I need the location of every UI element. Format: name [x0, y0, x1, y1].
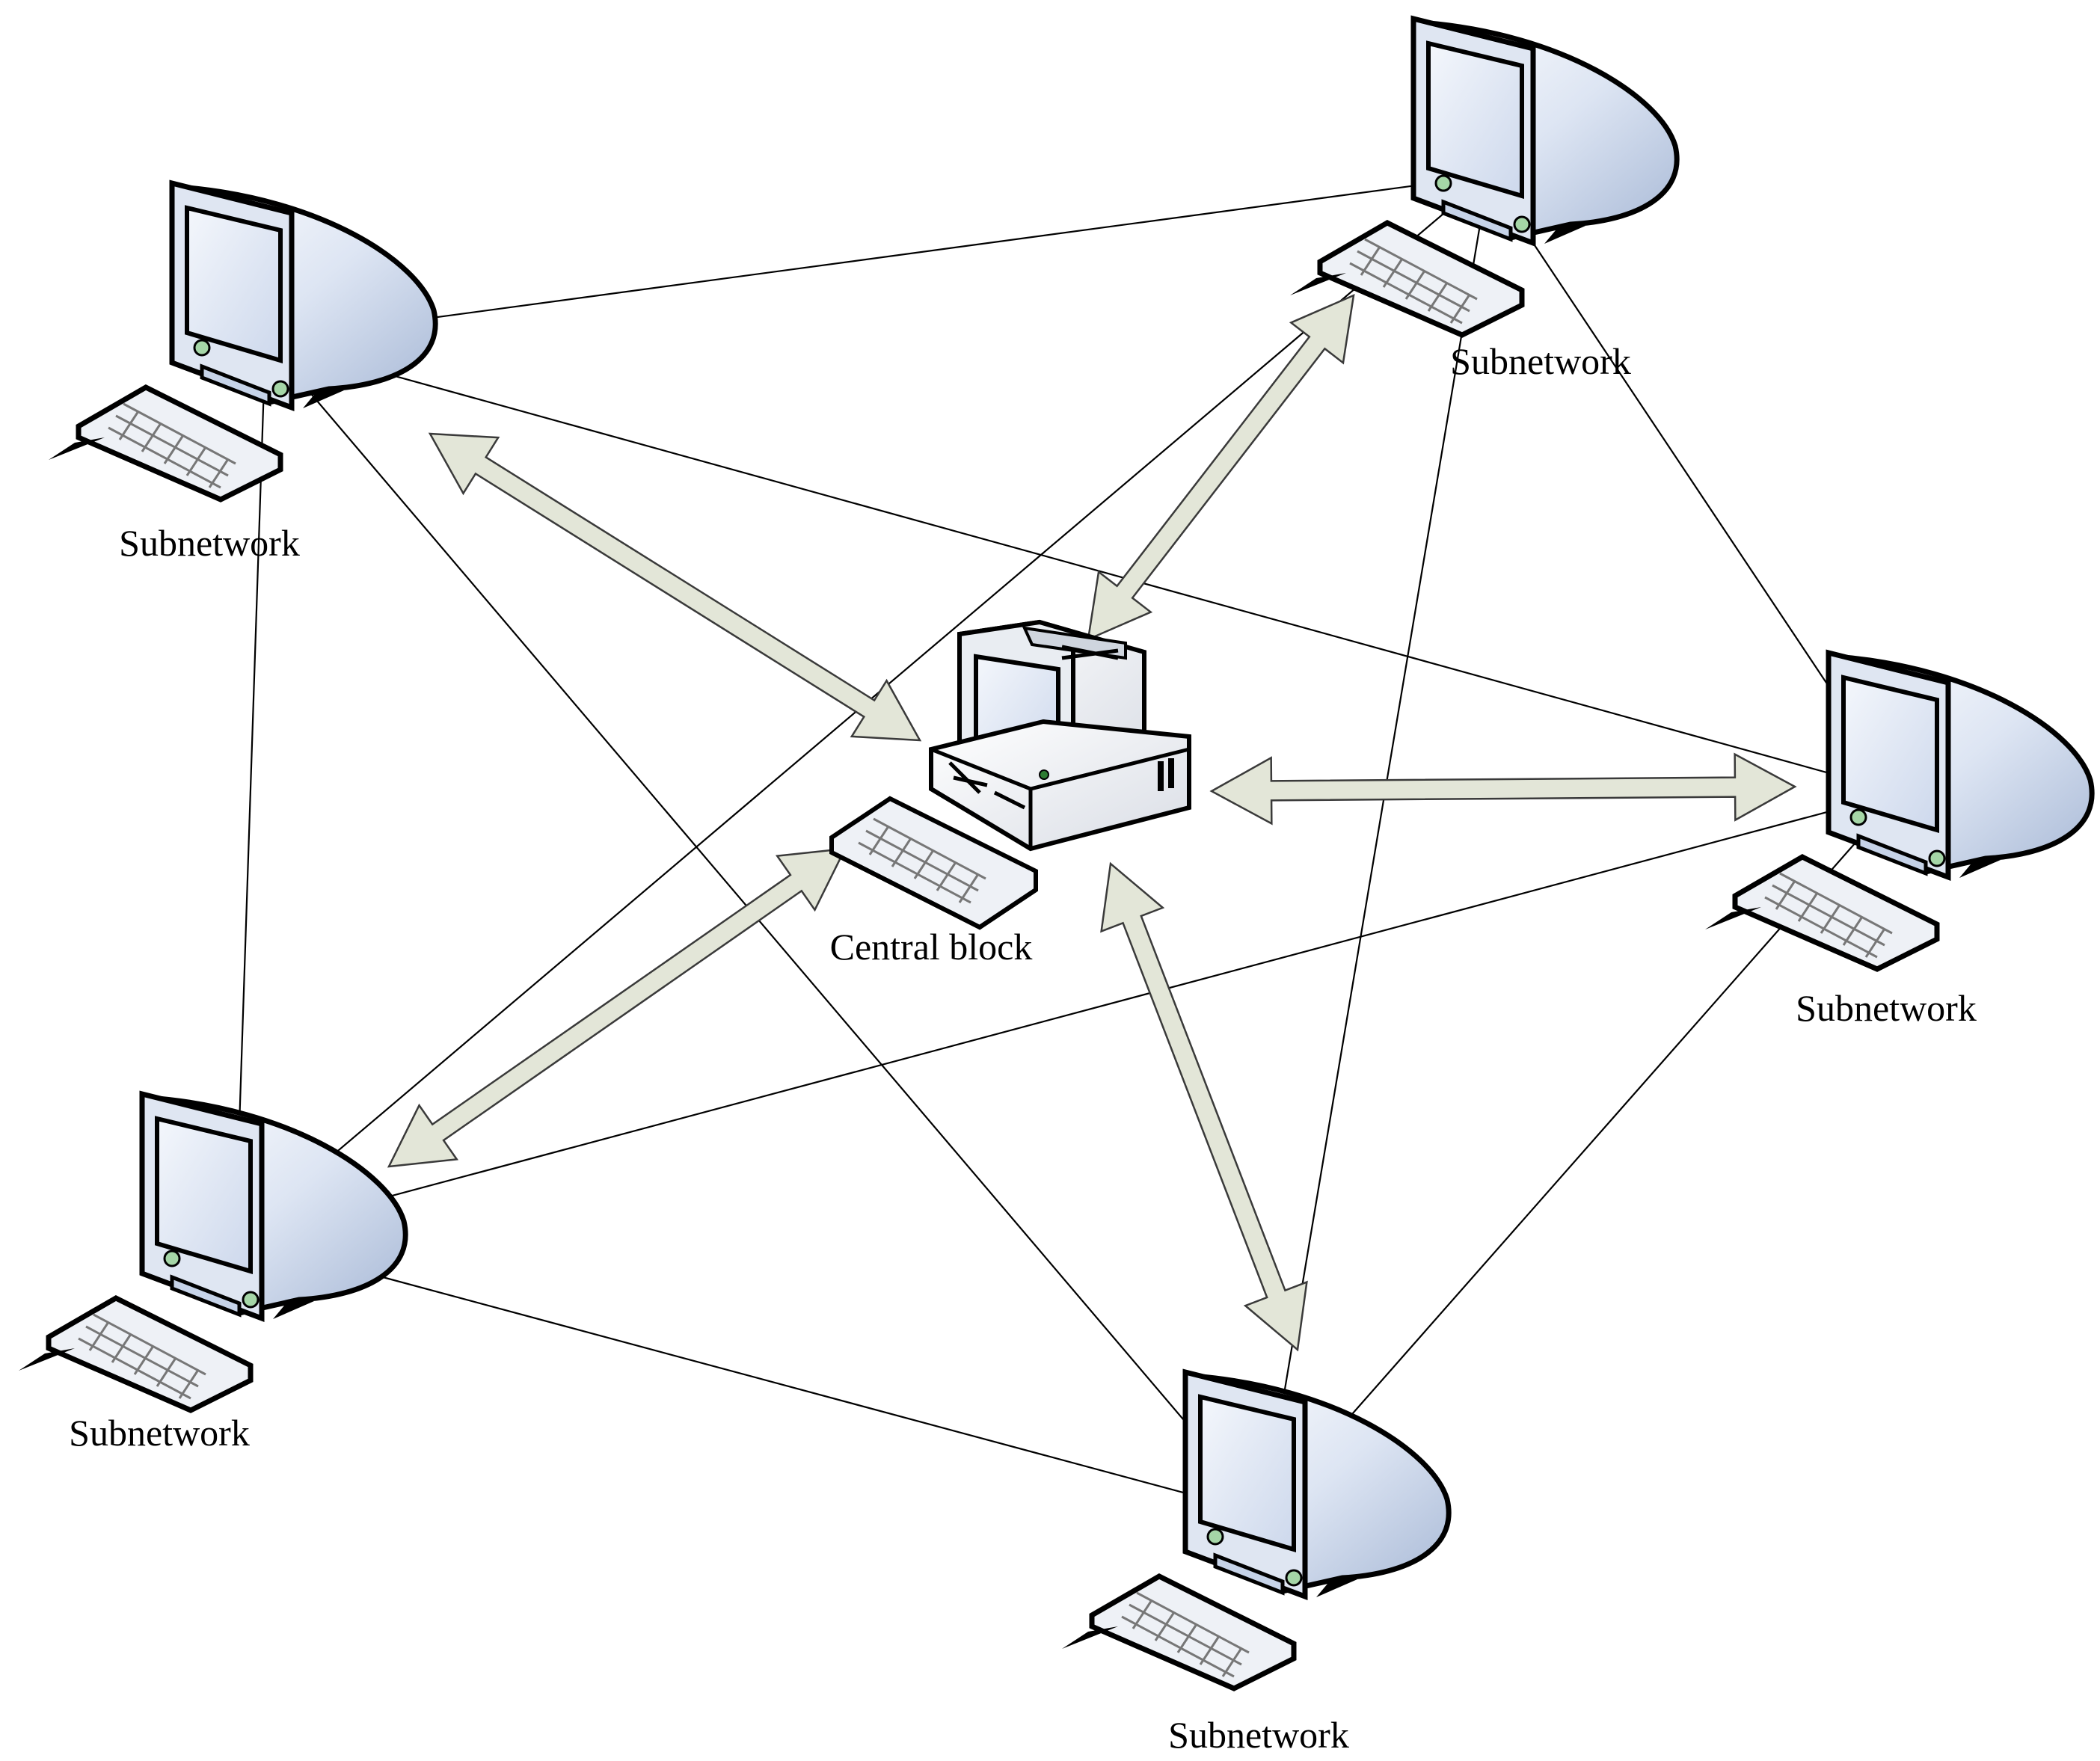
power-led [1434, 174, 1452, 192]
subnetwork-label-right: Subnetwork [1796, 987, 1977, 1029]
monitor-screen [185, 205, 283, 364]
double-arrow-bottom-left [387, 847, 847, 1168]
monitor-screen [1198, 1394, 1296, 1553]
power-led [1206, 1528, 1224, 1546]
power-led [193, 339, 211, 357]
subnetwork-links [227, 169, 1902, 1518]
subnetwork-computer-top-left [49, 179, 438, 503]
link-top-left-bottom [265, 339, 1265, 1516]
power-led [163, 1250, 181, 1267]
double-arrow-top-right [1087, 293, 1355, 642]
monitor-screen [1841, 674, 1939, 834]
nodes [19, 15, 2095, 1691]
link-top-left-bottom-left [227, 339, 267, 1241]
subnetwork-computer-top-right [1290, 15, 1680, 338]
central-base-unit [929, 719, 1191, 852]
subnetwork-computer-right [1705, 649, 2095, 972]
double-arrow-right [1209, 752, 1797, 826]
subnetwork-computer-bottom-left [19, 1090, 408, 1413]
subnetwork-label-bottom-left: Subnetwork [69, 1412, 250, 1454]
link-top-left-right [265, 339, 1902, 796]
central-computer [829, 619, 1191, 930]
link-top-left-top-right [265, 169, 1491, 342]
central-block-label: Central block [830, 926, 1033, 968]
monitor-screen [1426, 40, 1524, 200]
link-bottom-left-bottom [235, 1236, 1266, 1518]
link-right-bottom-left [233, 791, 1900, 1241]
subnetwork-label-bottom: Subnetwork [1168, 1714, 1349, 1756]
subnetwork-label-top-right: Subnetwork [1450, 340, 1631, 382]
monitor-screen [155, 1116, 253, 1275]
power-led [1849, 808, 1867, 826]
subnetwork-label-top-left: Subnetwork [119, 522, 300, 564]
subnetwork-computer-bottom [1062, 1368, 1452, 1691]
double-arrow-top-left [428, 432, 922, 742]
double-arrow-bottom [1100, 861, 1308, 1352]
